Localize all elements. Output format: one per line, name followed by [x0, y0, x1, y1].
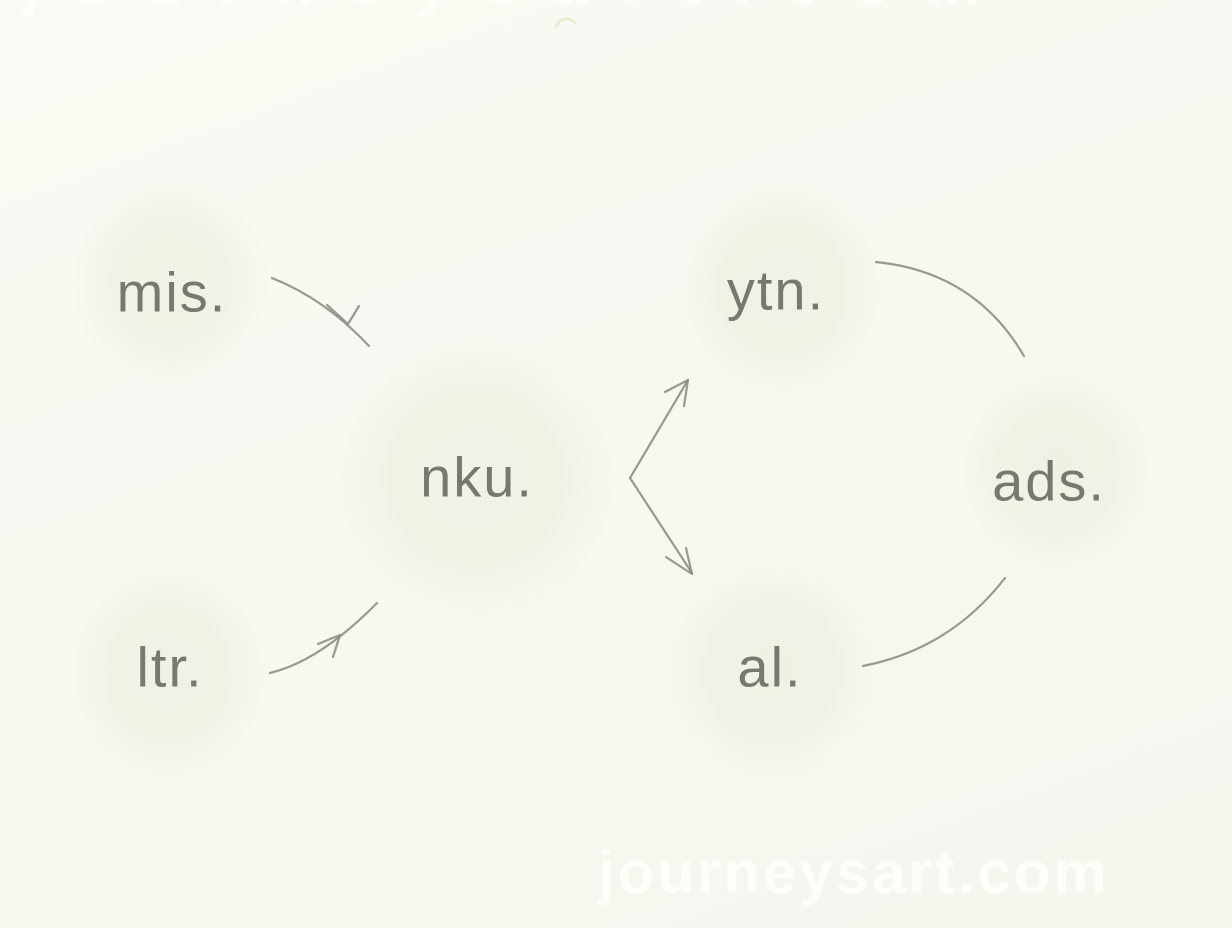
- edge-al-ads: [861, 576, 1007, 668]
- edge-ltr-nku: [268, 601, 379, 675]
- node-label-al: al.: [737, 635, 803, 699]
- watermark-top-clipped: journeysart.com: [22, 0, 1014, 19]
- edge-ytn-ads: [874, 260, 1026, 358]
- node-label-ads: ads.: [992, 449, 1106, 513]
- node-label-mis: mis.: [116, 260, 228, 324]
- node-label-ytn: ytn.: [726, 258, 826, 322]
- watermark: journeysart.com: [598, 839, 1110, 906]
- edge-mis-nku: [270, 276, 371, 348]
- edge-nku-ytn: [628, 378, 690, 480]
- edge-mis-nku-arrowhead-icon: [325, 303, 361, 326]
- edge-nku-al: [628, 476, 694, 575]
- node-label-ltr: ltr.: [136, 635, 204, 699]
- node-label-nku: nku.: [420, 445, 534, 509]
- top-artifact-mark: [554, 17, 577, 28]
- edge-nku-al-arrowhead-icon: [664, 546, 694, 576]
- edge-ltr-nku-arrowhead-icon: [316, 633, 342, 659]
- edge-nku-ytn-arrowhead-icon: [663, 378, 690, 408]
